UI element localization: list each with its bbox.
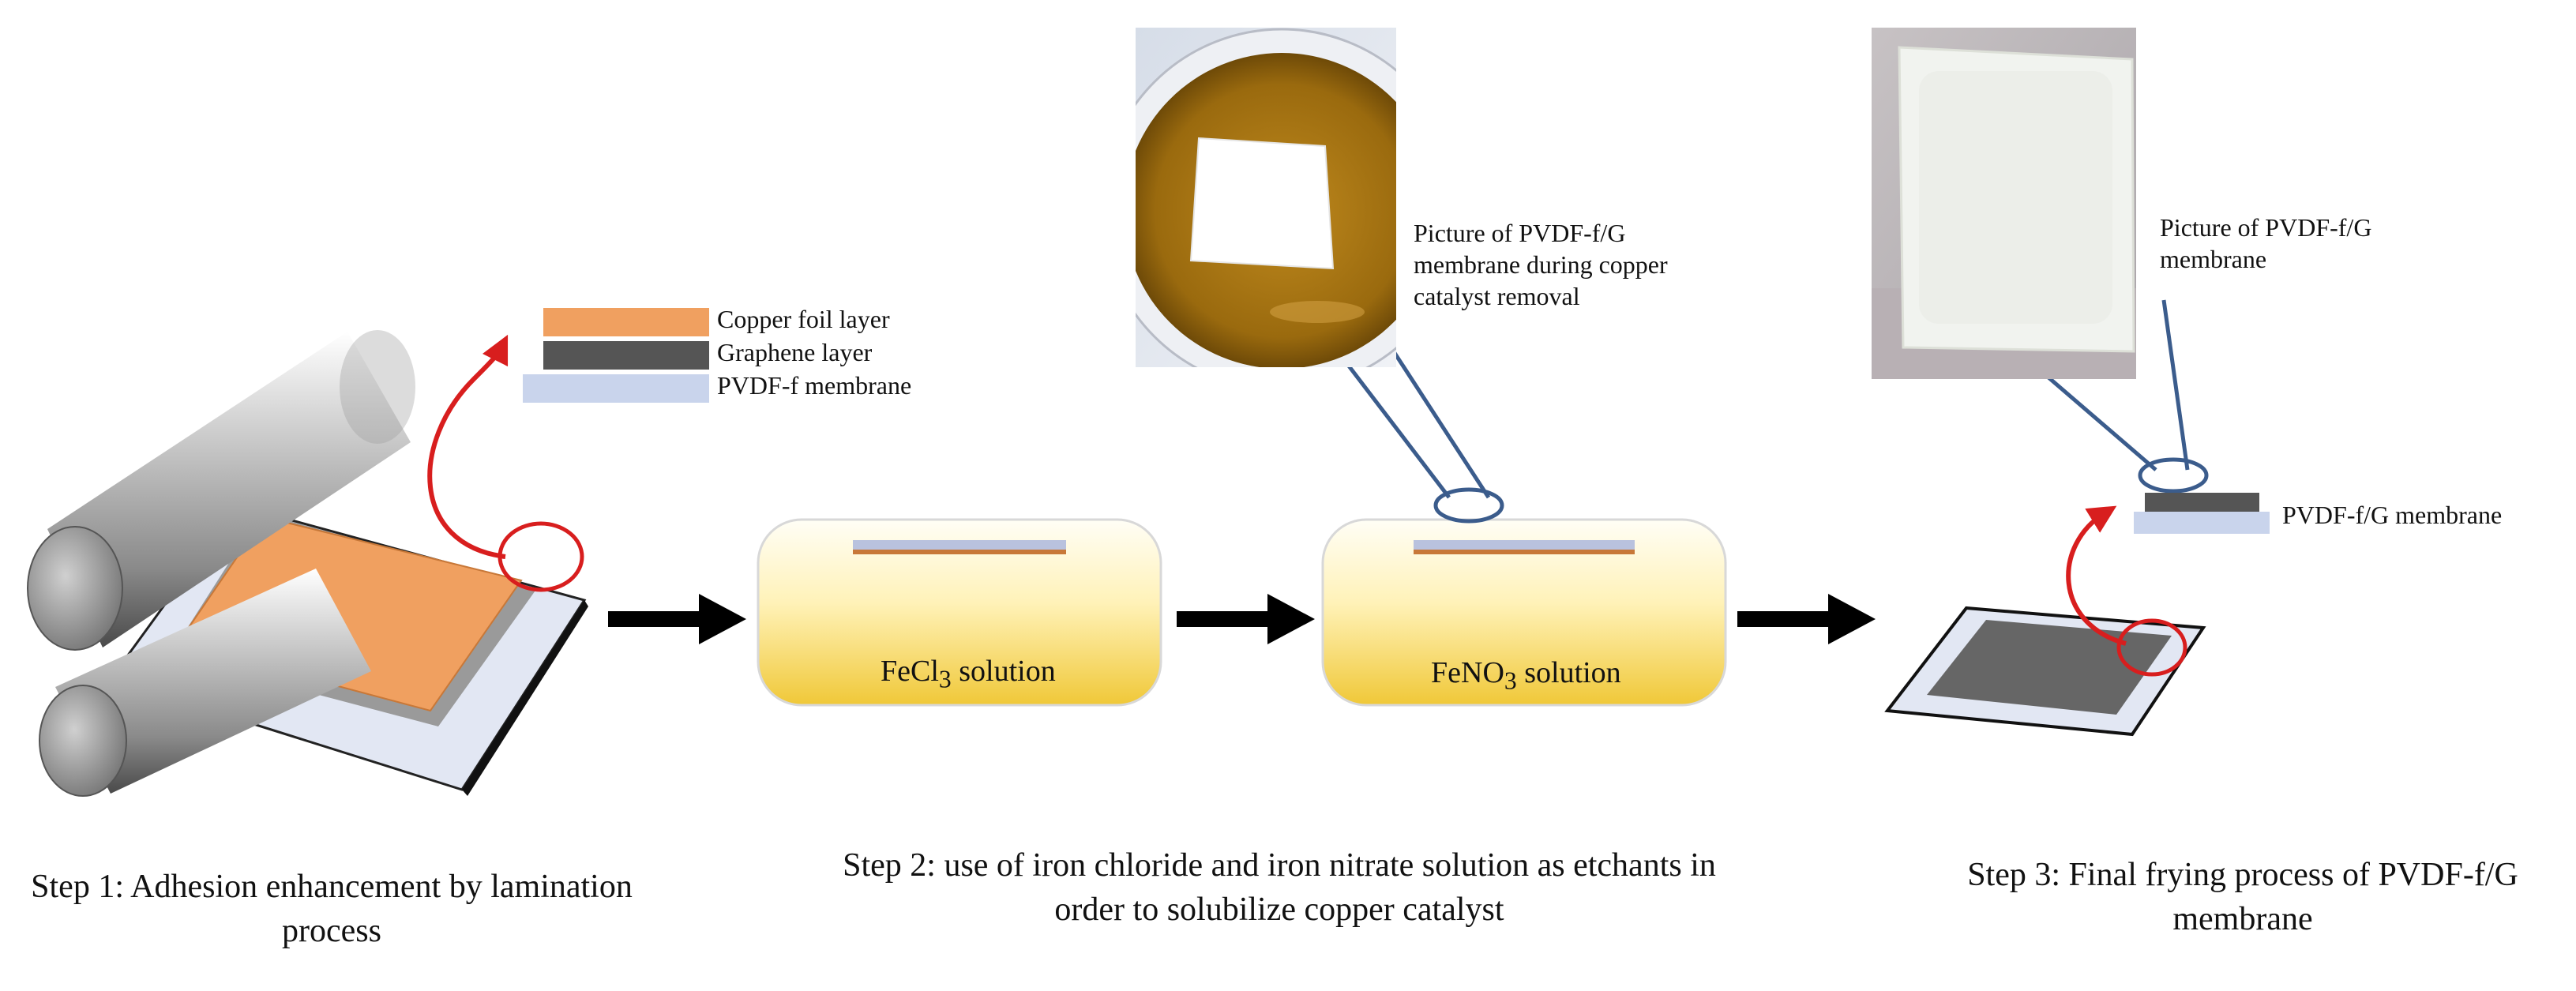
- callout-arrow-step1: [427, 334, 509, 559]
- membrane-sheet-edge: [462, 600, 588, 796]
- label-pvdf-f-g-membrane: PVDF-f/G membrane: [2282, 501, 2503, 529]
- final-graphene-sheet: [1927, 620, 2172, 715]
- final-product-graphene-swatch: [2145, 493, 2259, 512]
- bottom-roller-cap: [39, 685, 127, 797]
- step-2-caption: Step 2: use of iron chloride and iron ni…: [843, 847, 1716, 928]
- feno3-subscript: 3: [1504, 666, 1517, 695]
- feno3-sample-copper: [1414, 550, 1635, 554]
- caption-photo-during-removal: Picture of PVDF-f/G membrane during copp…: [1414, 219, 1668, 310]
- label-copper-foil-layer: Copper foil layer: [717, 305, 890, 333]
- fecl3-sample-copper: [853, 550, 1066, 554]
- photo-final-membrane: [1872, 28, 2136, 379]
- top-roller-far-end: [340, 330, 415, 444]
- layer-stack: [523, 308, 709, 403]
- fecl3-bath: [757, 518, 1162, 707]
- flow-arrow-2: [1177, 594, 1315, 644]
- top-roller: [47, 332, 411, 648]
- flow-arrow-3: [1737, 594, 1876, 644]
- feno3-suffix: solution: [1516, 656, 1621, 689]
- fecl3-suffix: solution: [951, 655, 1056, 688]
- photo-membrane-etching: [1136, 28, 1396, 367]
- top-roller-cap: [27, 526, 123, 651]
- label-pvdf-f-membrane: PVDF-f membrane: [717, 371, 912, 400]
- flow-arrow-1: [608, 594, 746, 644]
- fecl3-sample-membrane: [853, 540, 1066, 550]
- step-1-caption: Step 1: Adhesion enhancement by laminati…: [31, 869, 633, 949]
- zoom-ellipse-step3: [2138, 457, 2209, 494]
- callout-arrow-step3: [2066, 505, 2127, 646]
- flow-arrows: [608, 594, 1876, 644]
- feno3-bath: [1321, 518, 1727, 707]
- graphene-layer-swatch: [543, 341, 709, 370]
- final-product-membrane-swatch: [2134, 512, 2270, 534]
- callout-circle-step3: [2116, 618, 2187, 677]
- feno3-formula: FeNO: [1431, 656, 1504, 689]
- step-3-caption: Step 3: Final frying process of PVDF-f/G…: [1967, 857, 2518, 937]
- callout-circle-step1: [498, 521, 584, 592]
- bottom-roller: [55, 569, 371, 794]
- feno3-sample-membrane: [1414, 540, 1635, 550]
- final-membrane: [1884, 606, 2206, 737]
- copper-layer-swatch: [543, 308, 709, 336]
- zoom-ellipse-step2: [1433, 487, 1504, 524]
- label-fecl3-solution: FeCl3 solution: [881, 654, 1056, 697]
- lamination-rollers: [27, 330, 588, 797]
- membrane-layer-swatch: [523, 374, 709, 403]
- label-graphene-layer: Graphene layer: [717, 338, 873, 366]
- label-feno3-solution: FeNO3 solution: [1431, 655, 1621, 699]
- caption-photo-final: Picture of PVDF-f/G membrane: [2160, 213, 2372, 273]
- fecl3-subscript: 3: [938, 665, 952, 693]
- fecl3-formula: FeCl: [881, 655, 939, 688]
